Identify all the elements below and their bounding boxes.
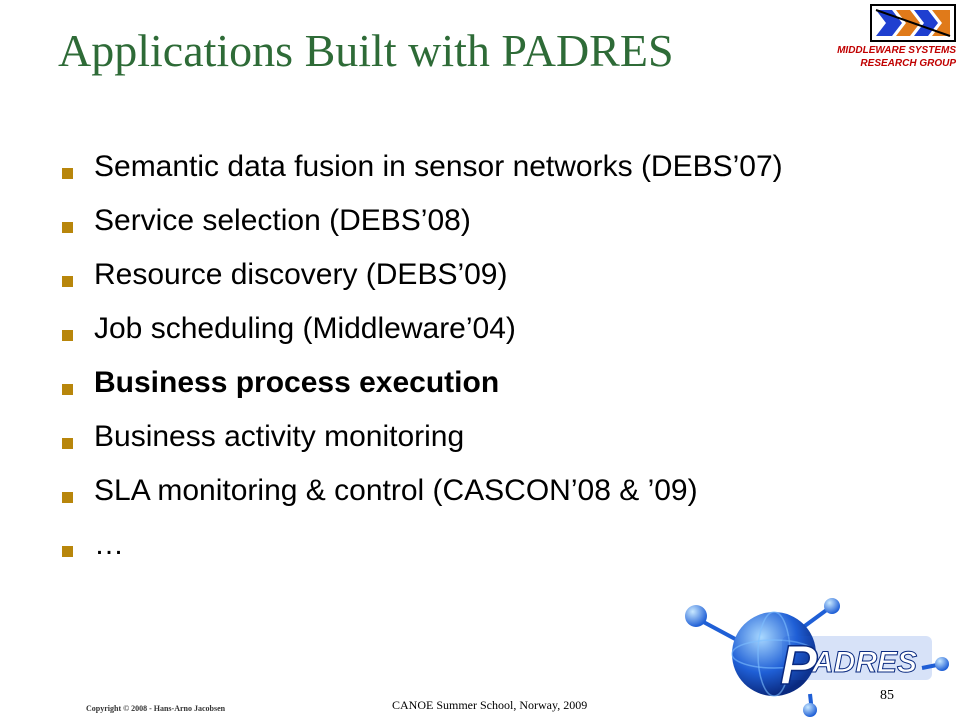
bullet-text: Semantic data fusion in sensor networks …: [94, 150, 783, 183]
svg-text:P: P: [780, 633, 818, 696]
bullet-item: …: [56, 528, 886, 562]
bullet-marker-icon: [62, 276, 73, 287]
bullet-marker-icon: [62, 222, 73, 233]
bullet-text: Business activity monitoring: [94, 420, 465, 453]
bullet-marker-icon: [62, 492, 73, 503]
bullet-marker-icon: [62, 384, 73, 395]
bullet-marker-icon: [62, 546, 73, 557]
slide-number: 85: [880, 688, 894, 703]
group-name-line1: MIDDLEWARE SYSTEMS: [837, 45, 956, 56]
bullet-item: Service selection (DEBS’08): [56, 204, 886, 238]
bullet-text: Service selection (DEBS’08): [94, 204, 471, 237]
bullet-item: SLA monitoring & control (CASCON’08 & ’0…: [56, 474, 886, 508]
bullet-text: Job scheduling (Middleware’04): [94, 312, 516, 345]
bullet-marker-icon: [62, 330, 73, 341]
msrg-logo-icon: [870, 4, 956, 42]
bullet-item: Job scheduling (Middleware’04): [56, 312, 886, 346]
padres-globe-icon: P ADRES: [685, 598, 949, 717]
group-name-line2: RESEARCH GROUP: [860, 58, 956, 69]
msrg-logo: MIDDLEWARE SYSTEMS RESEARCH GROUP: [812, 4, 956, 70]
slide-title: Applications Built with PADRES: [58, 25, 674, 76]
bullet-item: Business activity monitoring: [56, 420, 886, 454]
bullet-list: Semantic data fusion in sensor networks …: [56, 150, 886, 582]
bullet-text: SLA monitoring & control (CASCON’08 & ’0…: [94, 474, 698, 507]
bullet-item: Business process execution: [56, 366, 886, 400]
svg-text:ADRES: ADRES: [811, 646, 917, 679]
bullet-text: Business process execution: [94, 366, 500, 399]
footer-text: CANOE Summer School, Norway, 2009: [392, 698, 588, 712]
bullet-item: Resource discovery (DEBS’09): [56, 258, 886, 292]
group-name: MIDDLEWARE SYSTEMS RESEARCH GROUP: [837, 44, 956, 70]
copyright-text: Copyright © 2008 - Hans-Arno Jacobsen: [86, 704, 226, 713]
bullet-marker-icon: [62, 438, 73, 449]
bullet-item: Semantic data fusion in sensor networks …: [56, 150, 886, 184]
bullet-text: …: [94, 528, 124, 561]
bullet-text: Resource discovery (DEBS’09): [94, 258, 508, 291]
bullet-marker-icon: [62, 168, 73, 179]
padres-logo: P ADRES: [682, 598, 952, 718]
